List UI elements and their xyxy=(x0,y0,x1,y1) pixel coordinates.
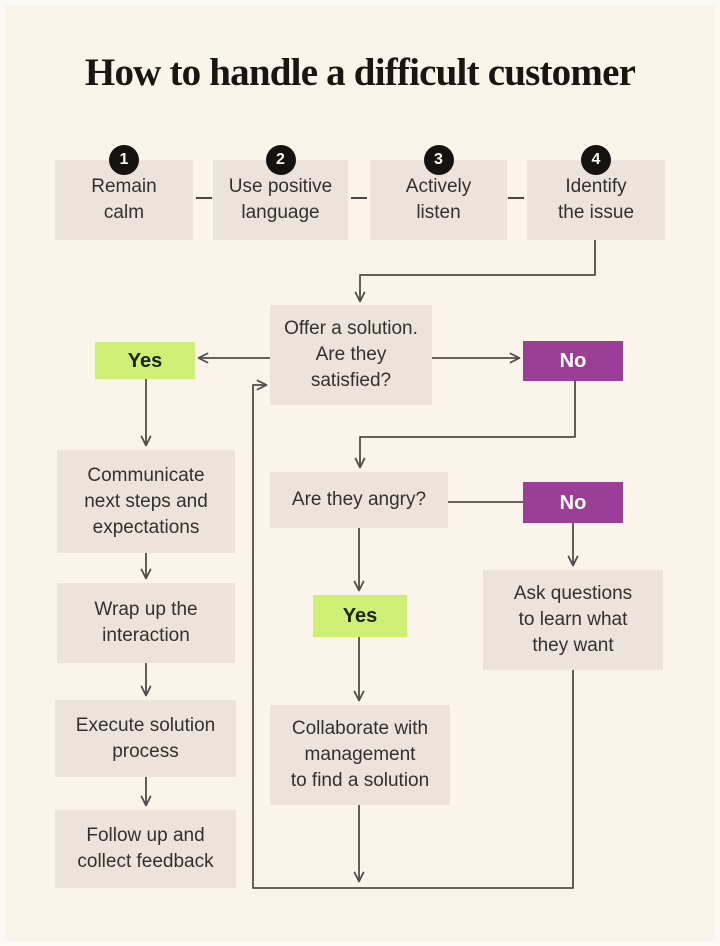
edge-loop-back-to-offer xyxy=(252,379,574,889)
node-no-satisfied: No xyxy=(523,341,623,381)
node-no-angry: No xyxy=(523,482,623,523)
step-actively-listen: 3 Actively listen xyxy=(370,145,507,240)
node-offer-solution: Offer a solution. Are they satisfied? xyxy=(270,305,432,405)
node-yes-satisfied: Yes xyxy=(95,342,195,379)
step-number-badge: 2 xyxy=(265,145,296,175)
step-connector-dash xyxy=(351,197,367,199)
node-ask-questions: Ask questions to learn what they want xyxy=(483,570,663,670)
node-execute-solution-process: Execute solution process xyxy=(55,700,236,777)
node-collaborate-with-management: Collaborate with management to find a so… xyxy=(270,705,450,805)
step-number-badge: 1 xyxy=(109,145,139,175)
node-are-they-angry: Are they angry? xyxy=(270,472,448,528)
step-number-badge: 4 xyxy=(581,145,611,175)
step-connector-dash xyxy=(508,197,524,199)
page-title: How to handle a difficult customer xyxy=(84,51,636,94)
step-identify-the-issue: 4 Identify the issue xyxy=(527,145,665,240)
step-remain-calm: 1 Remain calm xyxy=(55,145,193,240)
edge-step4-to-offer xyxy=(354,240,596,303)
step-label: Remain calm xyxy=(91,176,157,223)
step-label: Actively listen xyxy=(405,176,472,223)
edge-no-to-angry xyxy=(354,381,576,469)
step-number-badge: 3 xyxy=(423,145,454,175)
step-label: Identify the issue xyxy=(557,176,635,223)
step-use-positive-language: 2 Use positive language xyxy=(213,145,348,240)
step-label: Use positive language xyxy=(228,176,333,223)
step-connector-dash xyxy=(196,197,212,199)
node-wrap-up-interaction: Wrap up the interaction xyxy=(57,583,235,663)
node-communicate-next-steps: Communicate next steps and expectations xyxy=(57,450,235,553)
node-follow-up-collect-feedback: Follow up and collect feedback xyxy=(55,810,236,888)
node-yes-angry: Yes xyxy=(313,595,407,637)
